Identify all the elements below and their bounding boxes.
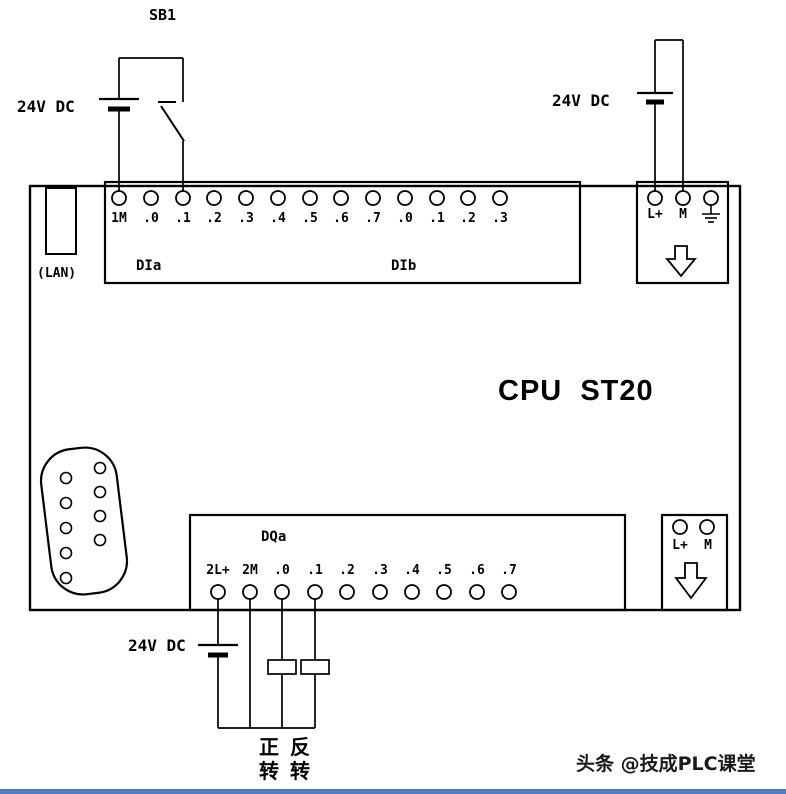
lan-port bbox=[45, 187, 77, 255]
di-terminal-label: .6 bbox=[333, 211, 349, 226]
dq-terminal-label: 2M bbox=[242, 563, 258, 578]
dq-terminal-label: .7 bbox=[501, 563, 517, 578]
output-supply-label: 24V DC bbox=[128, 636, 186, 655]
output-power-circles bbox=[672, 519, 715, 535]
battery-icon bbox=[637, 91, 673, 105]
db9-pins bbox=[59, 461, 107, 585]
pushbutton-icon bbox=[158, 101, 185, 142]
di-group-a-label: DIa bbox=[136, 258, 162, 274]
dq-terminal-label: .3 bbox=[372, 563, 388, 578]
dq-terminal-label: .6 bbox=[469, 563, 485, 578]
dq-terminal-circles bbox=[210, 584, 517, 600]
down-arrow-icon bbox=[665, 245, 697, 278]
output-power-terminal-box bbox=[660, 513, 729, 612]
battery-icon bbox=[198, 643, 238, 658]
pushbutton-label: SB1 bbox=[149, 6, 177, 24]
di-group-b-label: DIb bbox=[391, 258, 417, 274]
forward-rotation-label: 正转 bbox=[259, 735, 279, 783]
down-arrow-icon bbox=[674, 562, 708, 600]
load-reverse-icon bbox=[300, 659, 330, 675]
dq-terminal-label: 2L+ bbox=[206, 563, 230, 578]
sensor-m-label: M bbox=[679, 207, 687, 222]
lan-label: (LAN) bbox=[37, 266, 77, 281]
sensor-power-circles bbox=[647, 190, 719, 206]
dq-terminal-label: .5 bbox=[436, 563, 452, 578]
di-terminal-label: .1 bbox=[429, 211, 445, 226]
di-terminal-label: .7 bbox=[365, 211, 381, 226]
sensor-lplus-label: L+ bbox=[647, 207, 663, 222]
input-wiring bbox=[118, 57, 184, 191]
watermark: 头条 @技成PLC课堂 bbox=[576, 753, 756, 775]
di-terminal-label: .4 bbox=[270, 211, 286, 226]
di-terminal-label: .0 bbox=[397, 211, 413, 226]
dq-terminal-label: .1 bbox=[307, 563, 323, 578]
di-terminal-label: .3 bbox=[238, 211, 254, 226]
dq-terminal-label: .4 bbox=[404, 563, 420, 578]
bottom-border-bar bbox=[0, 789, 786, 794]
di-terminal-label: .0 bbox=[143, 211, 159, 226]
sensor-power-wiring bbox=[654, 39, 684, 191]
dq-terminal-label: .2 bbox=[339, 563, 355, 578]
cpu-model-title: CPU ST20 bbox=[498, 375, 654, 407]
output-wiring bbox=[217, 599, 316, 729]
di-terminal-label: .2 bbox=[460, 211, 476, 226]
output-m-label: M bbox=[704, 538, 712, 553]
dq-group-label: DQa bbox=[261, 529, 287, 545]
sensor-supply-label: 24V DC bbox=[552, 91, 610, 110]
di-terminal-label: 1M bbox=[111, 211, 127, 226]
output-lplus-label: L+ bbox=[672, 538, 688, 553]
di-terminal-label: .5 bbox=[302, 211, 318, 226]
di-terminal-label: .3 bbox=[492, 211, 508, 226]
di-terminal-circles bbox=[111, 190, 508, 206]
dq-terminal-label: .0 bbox=[274, 563, 290, 578]
battery-icon bbox=[99, 97, 139, 112]
di-terminal-strip bbox=[103, 180, 582, 285]
dq-terminal-strip bbox=[188, 513, 627, 612]
di-terminal-label: .2 bbox=[206, 211, 222, 226]
db9-port bbox=[39, 446, 129, 596]
reverse-rotation-label: 反转 bbox=[290, 735, 310, 783]
di-terminal-label: .1 bbox=[175, 211, 191, 226]
ground-icon bbox=[702, 205, 720, 223]
input-supply-label: 24V DC bbox=[17, 97, 75, 116]
load-forward-icon bbox=[267, 659, 297, 675]
